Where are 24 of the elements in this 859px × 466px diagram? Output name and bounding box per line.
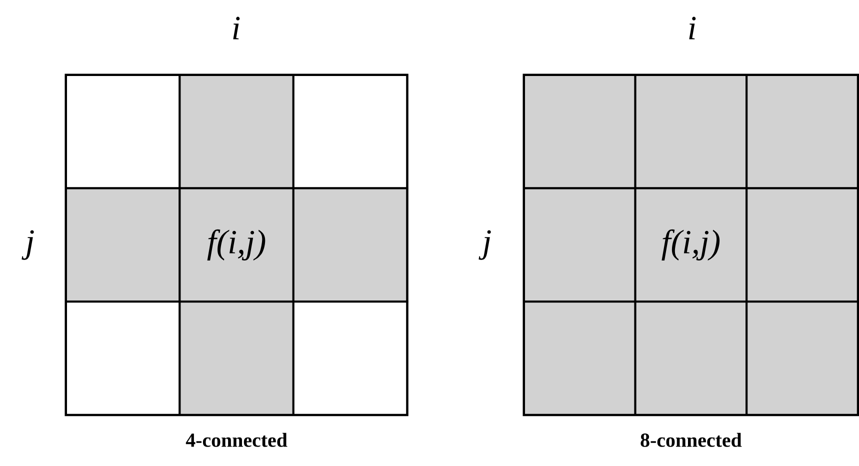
axis-label: j [478,230,491,260]
cell [292,300,408,416]
node-label: 4-connected [186,432,288,447]
axis-label: j [22,230,34,260]
shaded-cell [178,74,294,190]
shaded-cell [523,187,636,303]
shaded-cell [523,74,636,190]
shaded-cell [65,187,181,303]
node-label: 8-connected [640,432,742,447]
center-cell: f(i,j) [178,187,294,303]
shaded-cell [178,300,294,416]
shaded-cell [634,300,748,416]
cell [292,74,408,190]
shaded-cell [746,187,859,303]
shaded-cell [292,187,408,303]
shaded-cell [523,300,636,416]
cell [65,74,181,190]
center-cell: f(i,j) [634,187,748,303]
shaded-cell [746,74,859,190]
shaded-cell [634,74,748,190]
shaded-cell [746,300,859,416]
cell [65,300,181,416]
axis-label: i [689,16,696,40]
axis-label: i [233,16,240,40]
